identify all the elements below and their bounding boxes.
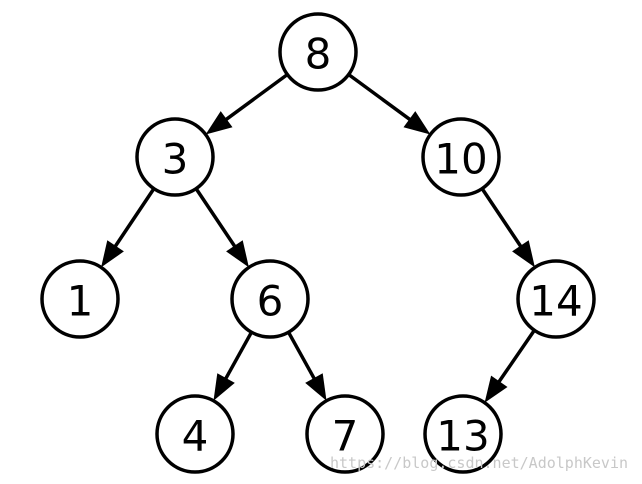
node-circle	[40, 259, 120, 339]
edge-line	[286, 331, 317, 381]
edge-n8-n10	[347, 73, 431, 135]
tree-node-13: 13	[423, 394, 503, 474]
tree-node-7: 7	[305, 394, 385, 474]
arrowhead-icon	[403, 111, 431, 135]
node-circle	[135, 117, 215, 197]
node-circle	[230, 259, 310, 339]
node-label: 1	[67, 277, 94, 326]
arrowhead-icon	[205, 111, 233, 135]
edge-n14-n13	[484, 329, 536, 403]
tree-node-4: 4	[155, 394, 235, 474]
edge-n3-n6	[194, 187, 249, 268]
edge-n8-n3	[205, 73, 289, 135]
node-circle	[516, 259, 596, 339]
tree-node-14: 14	[516, 259, 596, 339]
arrowhead-icon	[101, 240, 124, 268]
node-circle	[155, 394, 235, 474]
edge-n10-n14	[480, 187, 535, 268]
arrowhead-icon	[512, 240, 535, 268]
node-label: 6	[257, 277, 284, 326]
node-label: 14	[529, 277, 582, 326]
watermark-text: https://blog.csdn.net/AdolphKevin	[329, 454, 628, 472]
tree-node-8: 8	[278, 12, 358, 92]
node-circle	[423, 394, 503, 474]
edge-line	[496, 329, 536, 384]
edge-line	[194, 187, 237, 249]
tree-node-10: 10	[421, 117, 501, 197]
edge-line	[347, 73, 413, 122]
node-label: 7	[332, 412, 359, 461]
nodes-layer: 8 3 10 1 6 14 4 7 13	[40, 12, 596, 474]
node-circle	[278, 12, 358, 92]
edge-line	[223, 73, 289, 122]
node-circle	[305, 394, 385, 474]
node-label: 8	[305, 30, 332, 79]
arrowhead-icon	[213, 373, 235, 401]
tree-node-3: 3	[135, 117, 215, 197]
edge-line	[223, 331, 254, 381]
edge-n3-n1	[101, 187, 156, 268]
node-label: 13	[436, 412, 489, 461]
node-label: 10	[434, 135, 487, 184]
edge-n6-n7	[286, 331, 327, 401]
tree-node-6: 6	[230, 259, 310, 339]
edge-line	[113, 187, 156, 249]
node-circle	[421, 117, 501, 197]
edges-layer	[101, 73, 536, 403]
arrowhead-icon	[484, 375, 508, 403]
node-label: 4	[182, 412, 209, 461]
arrowhead-icon	[226, 240, 249, 268]
arrowhead-icon	[305, 373, 327, 401]
node-label: 3	[162, 135, 189, 184]
edge-line	[480, 187, 523, 249]
edge-n6-n4	[213, 331, 254, 401]
tree-node-1: 1	[40, 259, 120, 339]
